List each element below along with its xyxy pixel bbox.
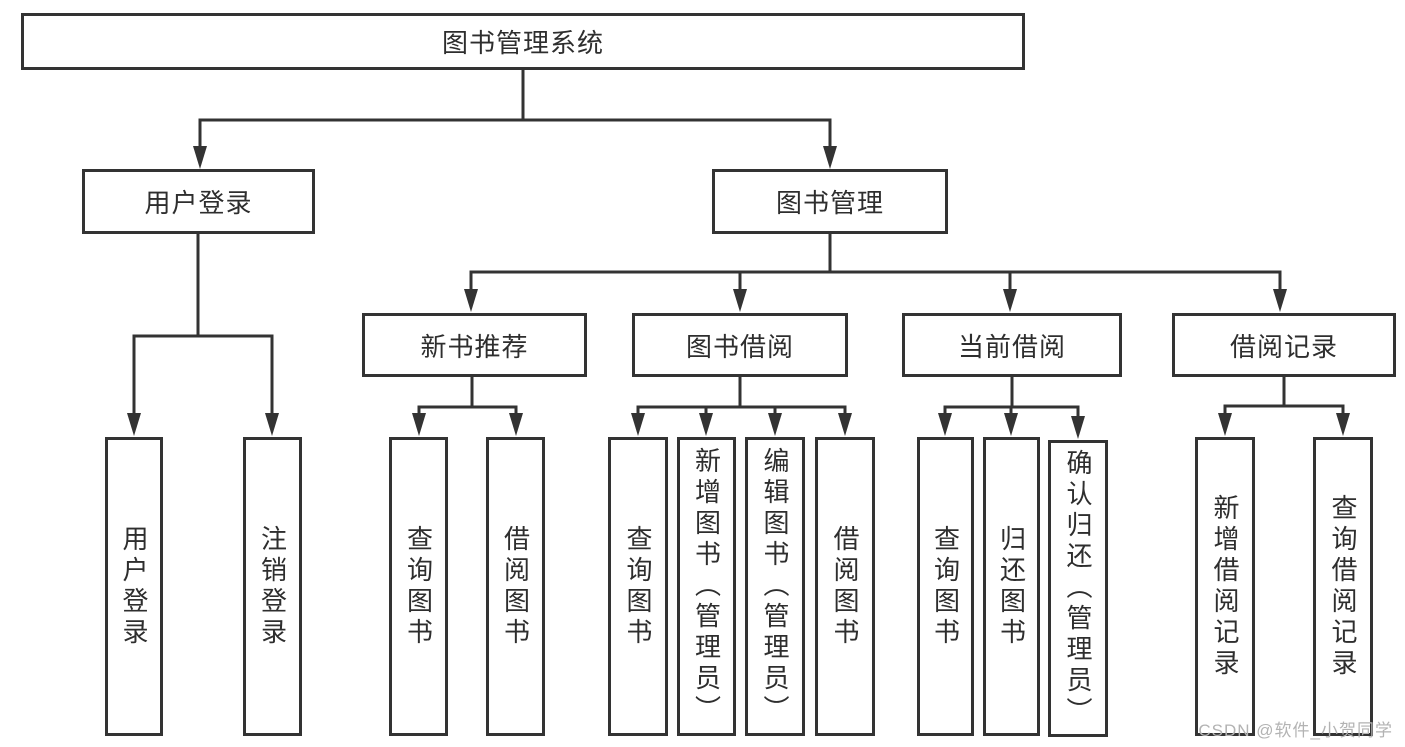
connector-root-to-level2 [193, 69, 837, 169]
connector-current-borrow-to-leaves [938, 376, 1085, 439]
arrowhead [509, 413, 523, 436]
arrowhead [265, 413, 279, 436]
arrowhead [631, 413, 645, 436]
arrowhead [838, 413, 852, 436]
node-label: 图书借阅 [685, 331, 794, 362]
leaf-label: 查询借阅记录 [1328, 493, 1358, 680]
leaf-newbook-query-books: 查询图书 [389, 437, 448, 736]
arrowhead [464, 289, 478, 312]
leaf-label: 注销登录 [257, 524, 288, 649]
connector-user-login-to-leaves [127, 233, 279, 436]
leaf-label: 用户登录 [119, 524, 149, 649]
node-label: 当前借阅 [957, 331, 1066, 362]
leaf-label: 新增图书（管理员） [691, 447, 722, 726]
arrowhead [1071, 416, 1085, 439]
node-book-borrow: 图书借阅 [632, 313, 848, 377]
leaf-borrow-query-books: 查询图书 [608, 437, 668, 736]
csdn-watermark: CSDN @软件_小贺同学 [1198, 721, 1393, 740]
arrowhead [193, 146, 207, 169]
connector-book-borrow-to-leaves [631, 376, 852, 436]
leaf-label: 归还图书 [996, 524, 1027, 649]
leaf-label: 编辑图书（管理员） [760, 447, 790, 726]
arrowhead [823, 146, 837, 169]
arrowhead [127, 413, 141, 436]
arrowhead [733, 289, 747, 312]
arrowhead [412, 413, 426, 436]
leaf-borrow-add-books-admin: 新增图书（管理员） [677, 437, 736, 736]
leaf-borrow-edit-books-admin: 编辑图书（管理员） [745, 437, 805, 736]
leaf-label: 查询图书 [403, 524, 434, 649]
leaf-label: 借阅图书 [500, 524, 531, 649]
leaf-logout: 注销登录 [243, 437, 302, 736]
node-label: 用户登录 [144, 188, 253, 218]
arrowhead [938, 413, 952, 436]
leaf-label: 借阅图书 [830, 524, 860, 649]
connector-borrow-records-to-leaves [1218, 376, 1350, 436]
node-library-management-system: 图书管理系统 [21, 13, 1025, 70]
node-label: 图书管理系统 [441, 28, 604, 58]
leaf-label: 查询图书 [930, 524, 961, 649]
node-borrow-records: 借阅记录 [1172, 313, 1396, 377]
connector-book-management-to-level3 [464, 233, 1287, 312]
leaf-label: 查询图书 [623, 524, 653, 649]
leaf-borrow-borrow-books: 借阅图书 [815, 437, 875, 736]
node-current-borrow: 当前借阅 [902, 313, 1122, 377]
arrowhead [1218, 413, 1232, 436]
node-user-login: 用户登录 [82, 169, 315, 234]
node-label: 新书推荐 [420, 331, 529, 362]
leaf-label: 确认归还（管理员） [1063, 449, 1093, 728]
leaf-newbook-borrow-books: 借阅图书 [486, 437, 545, 736]
leaf-label: 新增借阅记录 [1210, 493, 1240, 680]
connector-new-book-recommend-to-leaves [412, 376, 523, 436]
leaf-current-return-books: 归还图书 [983, 437, 1040, 736]
node-new-book-recommend: 新书推荐 [362, 313, 587, 377]
node-book-management: 图书管理 [712, 169, 948, 234]
node-label: 图书管理 [775, 188, 884, 218]
arrowhead [768, 413, 782, 436]
arrowhead [1273, 289, 1287, 312]
leaf-records-add-record: 新增借阅记录 [1195, 437, 1255, 736]
leaf-current-query-books: 查询图书 [917, 437, 974, 736]
arrowhead [1004, 413, 1018, 436]
node-label: 借阅记录 [1229, 331, 1338, 362]
arrowhead [699, 413, 713, 436]
arrowhead [1003, 289, 1017, 312]
leaf-user-login: 用户登录 [105, 437, 163, 736]
leaf-current-confirm-return-admin: 确认归还（管理员） [1048, 440, 1108, 737]
arrowhead [1336, 413, 1350, 436]
leaf-records-query-record: 查询借阅记录 [1313, 437, 1373, 736]
